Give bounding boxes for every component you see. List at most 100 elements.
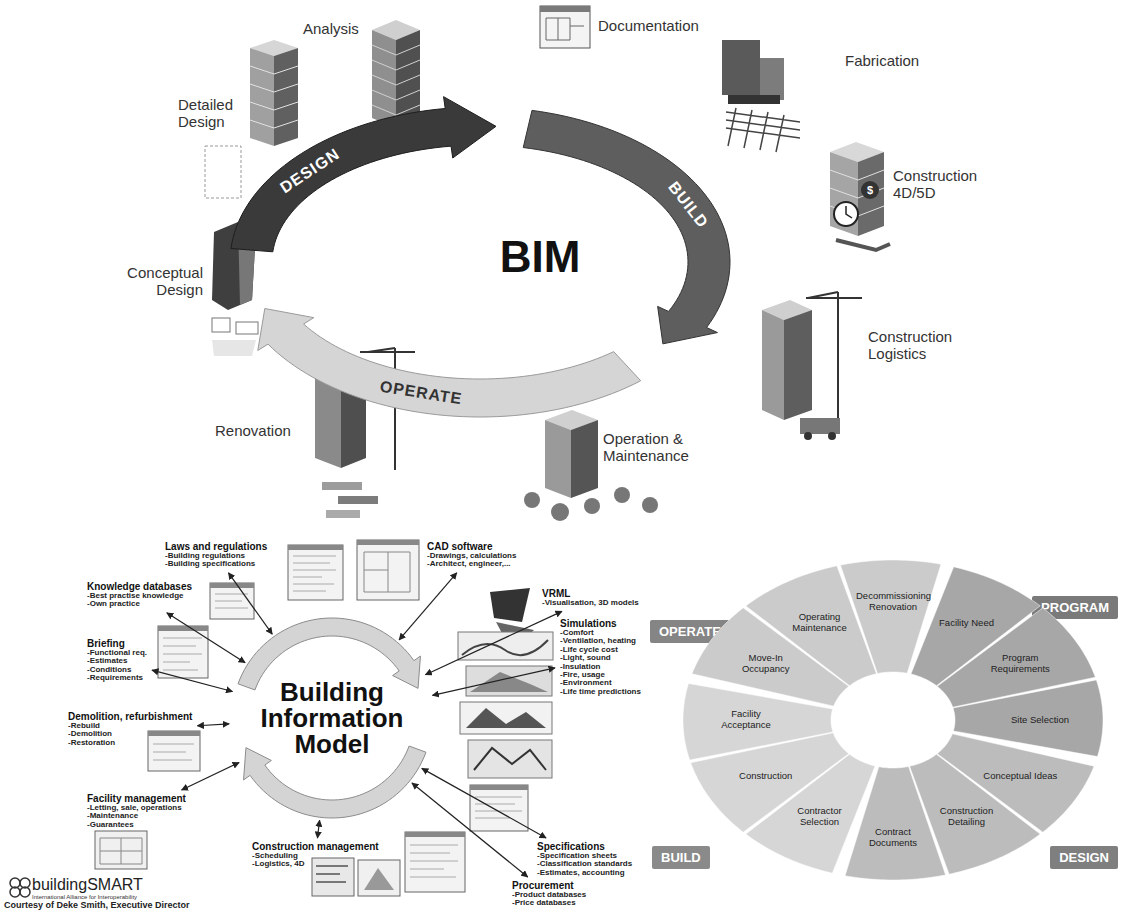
bullet-text: -Estimates: [87, 657, 147, 665]
simulation-images-part: [458, 632, 553, 660]
knowledge-screenshot: [210, 583, 254, 619]
segment-label: Construction: [739, 771, 792, 782]
construction-4d-building-part: [834, 202, 858, 226]
application-box: CAD software-Drawings, calculations-Arch…: [425, 541, 518, 570]
application-box: Construction management-Scheduling-Logis…: [250, 841, 381, 870]
fabrication-machine-part: [760, 58, 784, 100]
briefing-screenshot-part: [158, 626, 208, 631]
connector-arrow: [152, 670, 232, 691]
construction-4d-building-part: [861, 181, 879, 199]
cad-screenshot-part: [364, 552, 410, 592]
phase-caption: Fabrication: [845, 52, 919, 69]
segment-label: Contractor Selection: [783, 806, 857, 828]
operation-building: [524, 410, 658, 521]
bullet-text: -Light, sound: [560, 654, 641, 662]
bullet-text: -Comfort: [560, 629, 641, 637]
cad-screenshot-part: [357, 540, 419, 600]
laws-screenshot-part: [288, 545, 343, 600]
tab-label: PROGRAM: [1041, 600, 1109, 615]
demolition-screenshot: [148, 731, 200, 771]
construction-management-images-part: [364, 868, 394, 890]
renovation-building-part: [322, 482, 362, 490]
tab-label: OPERATE: [659, 624, 721, 639]
phase-caption: Operation & Maintenance: [603, 430, 703, 465]
bullet-text: -Life cycle cost: [560, 646, 641, 654]
facility-screenshot-part: [100, 838, 142, 864]
knowledge-screenshot-part: [210, 583, 254, 619]
construction-4d-building-part: [836, 240, 890, 250]
procurement-screenshot: [405, 832, 465, 892]
phase-caption: Renovation: [215, 422, 291, 439]
renovation-building-part: [326, 510, 360, 518]
phase-caption: Conceptual Design: [118, 264, 203, 299]
bullet-text: -Rebuild: [68, 722, 192, 730]
simulation-images-part: [460, 702, 552, 734]
segment-label: Facility Need: [939, 618, 994, 629]
segment-label: Contract Documents: [856, 827, 930, 849]
bullet-text: -Life time predictions: [560, 688, 641, 696]
cad-screenshot-part: [357, 540, 419, 545]
box-heading: Facility management: [87, 794, 186, 804]
detailed-building-part: [205, 146, 241, 198]
arrow-outline: [258, 309, 641, 417]
bullet-text: -Fire, usage: [560, 671, 641, 679]
construction-management-images-part: [358, 860, 400, 896]
application-box: Specifications-Specification sheets-Clas…: [535, 841, 634, 878]
bullet-text: -Architect, engineer,...: [427, 560, 516, 568]
connector-arrow: [229, 573, 273, 634]
box-heading: Knowledge databases: [87, 582, 192, 592]
fabrication-machine-part: [726, 108, 800, 152]
model-hub: Building Information Model: [232, 618, 432, 818]
conceptual-model-part: [212, 340, 256, 356]
simulation-images-part: [468, 740, 552, 778]
construction-4d-building: [830, 142, 890, 250]
box-heading: Laws and regulations: [165, 542, 267, 552]
operation-building-part: [614, 487, 630, 503]
segment-label: Site Selection: [1011, 715, 1069, 726]
construction-management-images: [312, 858, 400, 896]
connector-arrow: [412, 783, 528, 877]
construction-management-images-part: [316, 866, 348, 882]
construction-4d-building-part: [858, 152, 884, 236]
buildingsmart-logo-part: [10, 887, 20, 897]
bullet-text: -Restoration: [68, 739, 192, 747]
segment-label: Construction Detailing: [930, 806, 1004, 828]
procurement-screenshot-part: [410, 845, 458, 877]
operation-building-part: [545, 420, 571, 498]
logo-subtitle: International Alliance for Interoperabil…: [32, 894, 137, 901]
simulation-images: [458, 632, 553, 778]
specification-screenshot-part: [475, 797, 522, 818]
bullet-text: -Own practice: [87, 600, 192, 608]
documentation-screen: [540, 6, 590, 48]
operate-arrow: OPERATE: [257, 308, 641, 417]
bullet-text: -Requirements: [87, 674, 147, 682]
bullet-text: -Product databases: [512, 891, 586, 899]
connector-arrow: [432, 668, 555, 696]
segment-label: Program Requirements: [983, 653, 1057, 675]
bullet-text: -Ventilation, heating: [560, 637, 641, 645]
laws-screenshot-part: [293, 556, 336, 591]
tab-label: BUILD: [661, 850, 701, 865]
credit-note: Courtesy of Deke Smith, Executive Direct…: [4, 901, 190, 911]
phase-caption: Detailed Design: [178, 96, 248, 131]
box-heading: CAD software: [427, 542, 516, 552]
phase-tab: DESIGN: [1050, 846, 1118, 869]
bullet-text: -Maintenance: [87, 812, 186, 820]
build-arrow: BUILD: [523, 110, 730, 344]
simulation-images-part: [474, 748, 546, 770]
bullet-text: -Guarantees: [87, 821, 186, 829]
connector-arrow: [317, 820, 319, 838]
fabrication-machine-part: [728, 95, 780, 104]
application-box: Simulations-Comfort-Ventilation, heating…: [558, 618, 643, 697]
bullet-text: -Letting, sale, operations: [87, 804, 186, 812]
hub-label: Building Information Model: [247, 679, 417, 757]
bullet-text: -Estimates, accounting: [537, 869, 632, 877]
box-heading: Briefing: [87, 639, 147, 649]
fabrication-machine: [722, 40, 800, 152]
bullet-text: -Insulation: [560, 663, 641, 671]
logistics-crane-part: [804, 432, 812, 440]
box-heading: Simulations: [560, 619, 641, 629]
simulation-images-part: [466, 708, 546, 728]
application-box: VRML-Visualisation, 3D models: [540, 588, 641, 608]
segment-label: Decommissioning Renovation: [856, 591, 930, 613]
